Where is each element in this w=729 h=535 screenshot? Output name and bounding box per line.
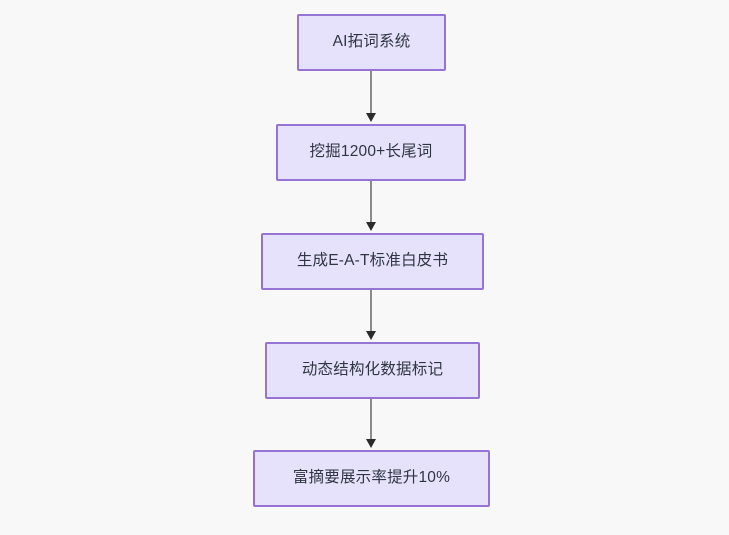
flow-node-dynamic-structured-data-markup[interactable]: 动态结构化数据标记 <box>265 342 480 399</box>
flow-node-ai-keyword-system[interactable]: AI拓词系统 <box>297 14 446 71</box>
edge-node2-to-node3 <box>370 181 372 224</box>
edge-node1-to-node2 <box>370 71 372 115</box>
edge-node1-to-node2-arrowhead <box>365 113 376 122</box>
edge-node3-to-node4-arrowhead <box>365 331 376 340</box>
flow-node-rich-snippet-rate-increase[interactable]: 富摘要展示率提升10% <box>253 450 490 507</box>
flow-node-label: AI拓词系统 <box>332 33 411 51</box>
flow-node-generate-eat-whitepaper[interactable]: 生成E-A-T标准白皮书 <box>261 233 484 290</box>
edge-node2-to-node3-arrowhead <box>365 222 376 231</box>
edge-node4-to-node5-arrowhead <box>365 439 376 448</box>
edge-node4-to-node5 <box>370 399 372 441</box>
flow-node-label: 富摘要展示率提升10% <box>292 469 451 487</box>
flow-node-label: 生成E-A-T标准白皮书 <box>296 252 449 270</box>
flow-node-label: 动态结构化数据标记 <box>301 361 444 379</box>
flow-node-mine-longtail-keywords[interactable]: 挖掘1200+长尾词 <box>276 124 466 181</box>
edge-node3-to-node4 <box>370 290 372 333</box>
flow-node-label: 挖掘1200+长尾词 <box>309 143 433 161</box>
